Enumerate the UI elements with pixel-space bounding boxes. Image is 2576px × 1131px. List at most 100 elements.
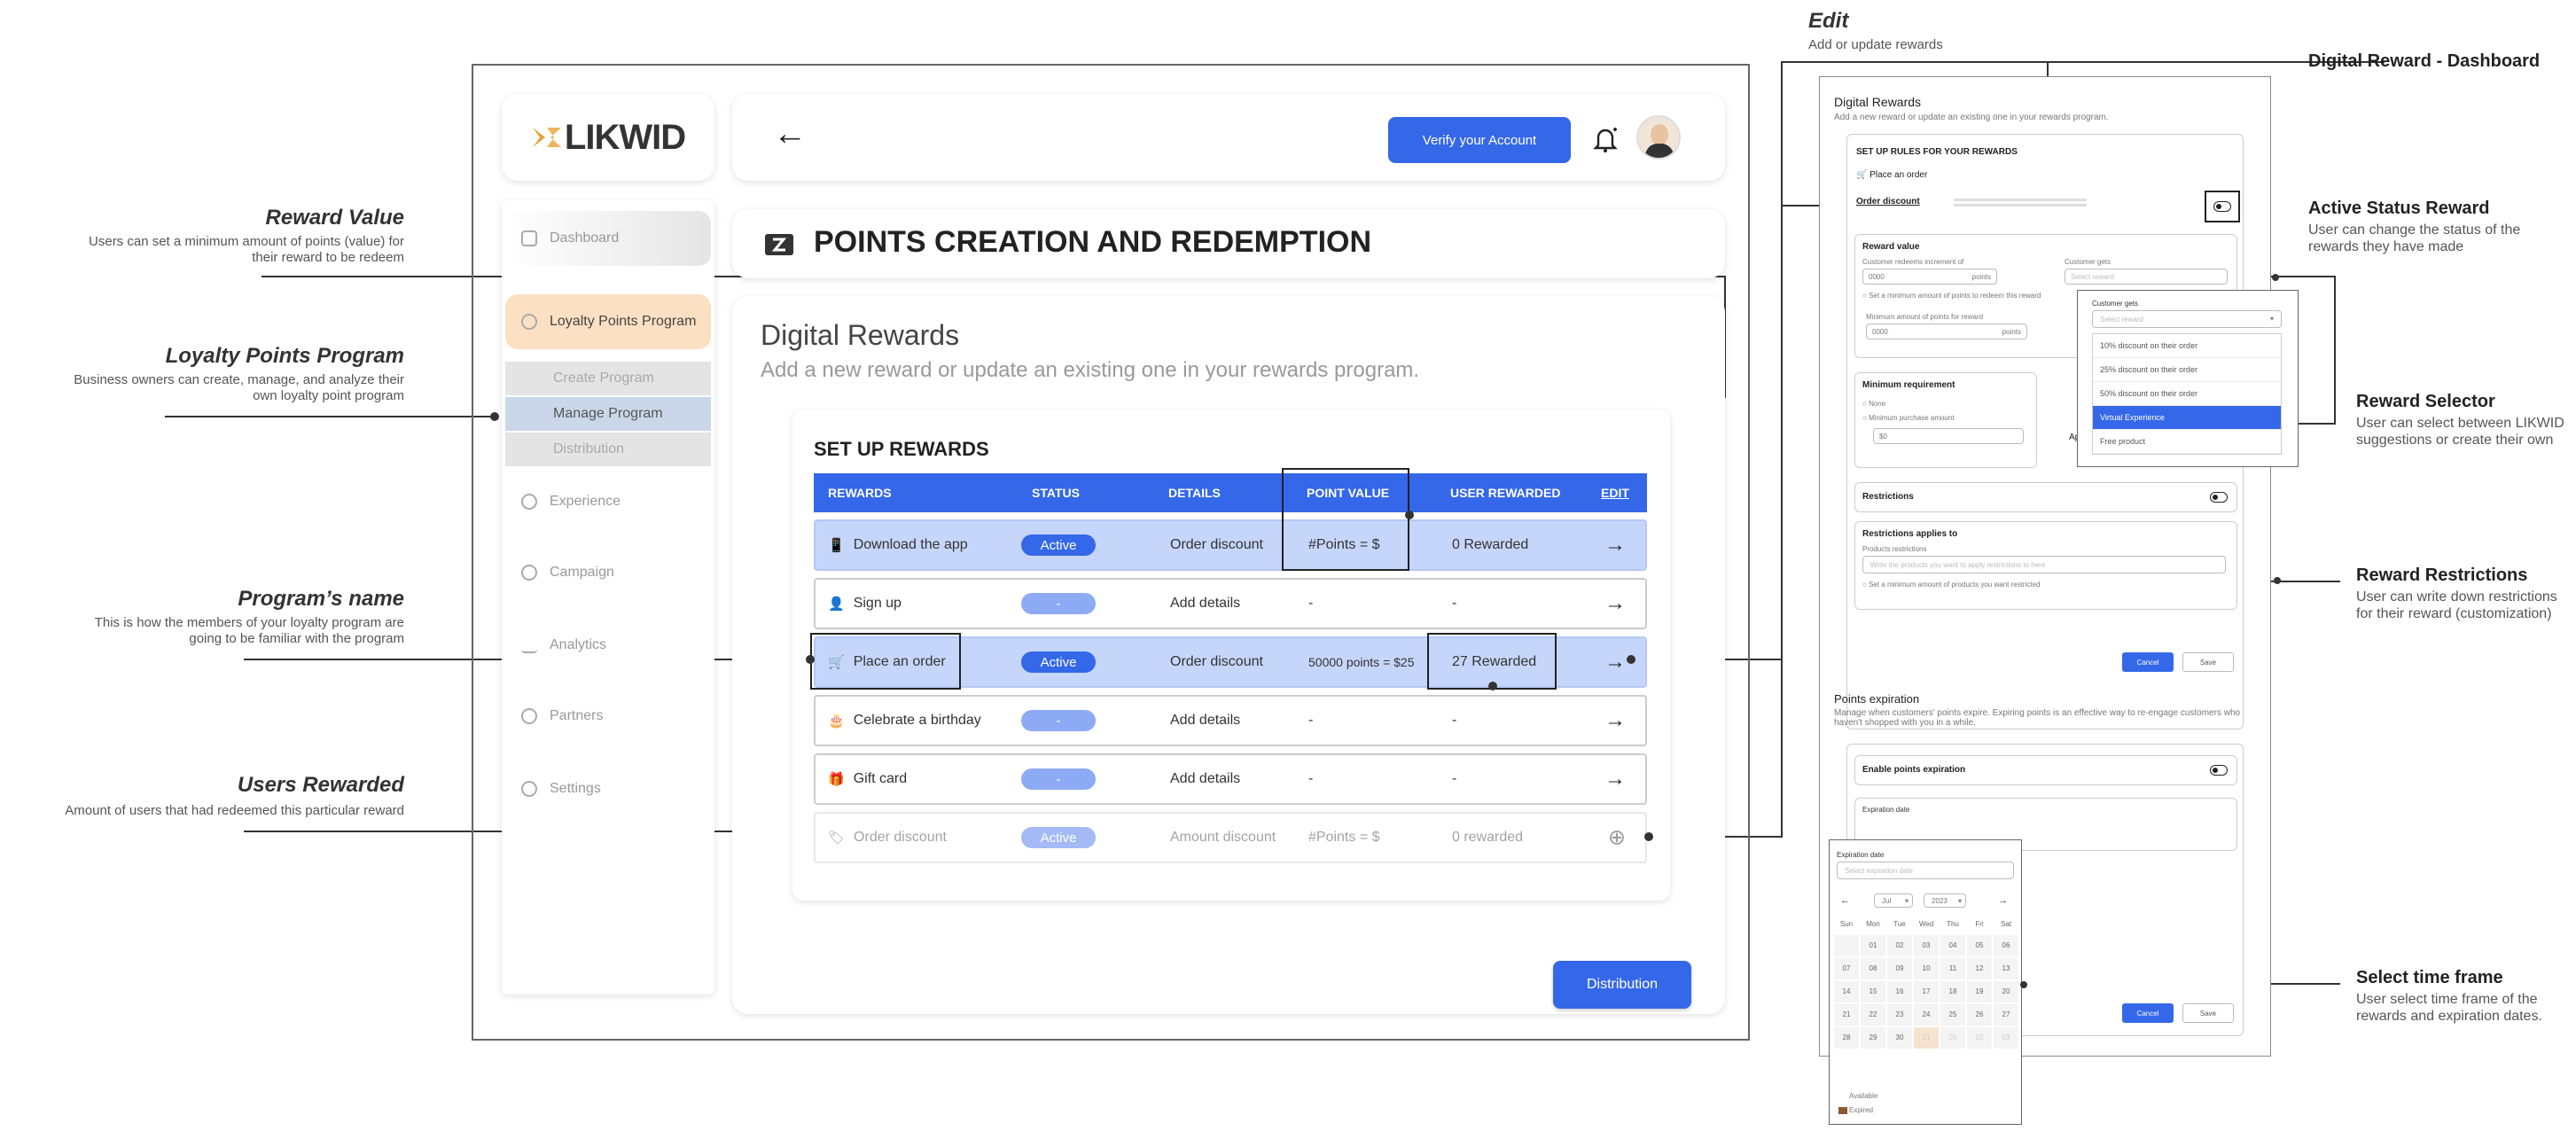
calendar-day[interactable]: 07 [1834, 958, 1859, 979]
sidebar-item-experience[interactable]: Experience [505, 484, 711, 519]
sidebar-item-distribution[interactable]: Distribution [505, 433, 711, 466]
calendar-day[interactable]: 21 [1834, 1004, 1859, 1026]
calendar-day[interactable]: 12 [1967, 958, 1992, 979]
calendar-day[interactable]: 03 [1994, 1027, 2018, 1049]
back-arrow-icon[interactable]: ← [773, 115, 807, 152]
calendar-day[interactable]: 03 [1914, 935, 1939, 956]
calendar-day[interactable]: 11 [1940, 958, 1965, 979]
header-edit[interactable]: EDIT [1601, 486, 1629, 500]
status-cell[interactable]: - [1021, 580, 1096, 628]
notification-bell-icon[interactable] [1590, 124, 1620, 154]
verify-account-button[interactable]: Verify your Account [1388, 117, 1571, 163]
status-badge[interactable]: Active [1021, 534, 1096, 556]
min-purchase-input[interactable]: $0 [1873, 428, 2024, 444]
reward-icon: 🏷 [828, 831, 846, 846]
calendar-day[interactable] [1834, 935, 1859, 956]
calendar-day[interactable]: 13 [1994, 958, 2018, 979]
year-select[interactable]: 2023▾ [1924, 893, 1966, 908]
status-badge[interactable]: - [1021, 710, 1096, 731]
sidebar-item-manage-program[interactable]: Manage Program [505, 397, 711, 431]
status-cell[interactable]: - [1021, 755, 1096, 803]
calendar-day[interactable]: 17 [1914, 981, 1939, 1002]
calendar-day[interactable]: 08 [1861, 958, 1885, 979]
expiration-toggle[interactable] [2210, 765, 2228, 776]
month-select[interactable]: Jul▾ [1874, 893, 1913, 908]
sidebar-item-settings[interactable]: Settings [505, 771, 711, 807]
expiration-save-button[interactable]: Save [2182, 1003, 2234, 1023]
dropdown-option[interactable]: 50% discount on their order [2093, 382, 2281, 406]
next-month-icon[interactable]: → [1998, 895, 2008, 906]
calendar-day[interactable]: 26 [1967, 1004, 1992, 1026]
calendar-day[interactable]: 04 [1940, 935, 1965, 956]
status-cell[interactable]: Active [1021, 814, 1096, 862]
dropdown-option[interactable]: 25% discount on their order [2093, 358, 2281, 382]
add-circle-icon[interactable]: ⊕ [1607, 825, 1626, 850]
table-row[interactable]: 🎁Gift card-Add details--→ [814, 753, 1647, 805]
status-badge[interactable]: - [1021, 768, 1096, 790]
calendar-day[interactable]: 02 [1967, 1027, 1992, 1049]
calendar-day[interactable]: 16 [1887, 981, 1912, 1002]
save-button[interactable]: Save [2182, 652, 2234, 672]
prev-month-icon[interactable]: ← [1840, 895, 1850, 906]
cancel-button[interactable]: Cancel [2122, 652, 2174, 672]
reward-selector-dropdown[interactable]: Customer gets Select reward▾ 10% discoun… [2077, 290, 2299, 467]
restrictions-toggle[interactable] [2210, 492, 2228, 503]
date-picker[interactable]: Expiration date Select expiration date ←… [1829, 839, 2022, 1125]
calendar-day[interactable]: 25 [1940, 1004, 1965, 1026]
sidebar-item-create-program[interactable]: Create Program [505, 362, 711, 395]
avatar[interactable] [1636, 115, 1681, 160]
customer-gets-select[interactable]: Select reward [2065, 269, 2228, 285]
dropdown-option[interactable]: 10% discount on their order [2093, 334, 2281, 358]
calendar-day[interactable]: 01 [1861, 935, 1885, 956]
calendar-day[interactable]: 15 [1861, 981, 1885, 1002]
edit-arrow-icon[interactable]: → [1604, 650, 1626, 674]
sidebar-item-analytics[interactable]: Analytics [505, 628, 711, 663]
table-row[interactable]: 🎂Celebrate a birthday-Add details--→ [814, 695, 1647, 746]
edit-arrow-icon[interactable]: → [1604, 708, 1626, 732]
calendar-day[interactable]: 20 [1994, 981, 2018, 1002]
calendar-day[interactable]: 01 [1940, 1027, 1965, 1049]
calendar-day[interactable]: 19 [1967, 981, 1992, 1002]
calendar-day[interactable]: 27 [1994, 1004, 2018, 1026]
dropdown-option[interactable]: Free product [2093, 430, 2281, 454]
calendar-day[interactable]: 06 [1994, 935, 2018, 956]
calendar-day[interactable]: 14 [1834, 981, 1859, 1002]
status-badge[interactable]: - [1021, 593, 1096, 614]
distribution-button[interactable]: Distribution [1553, 961, 1691, 1009]
calendar-day[interactable]: 02 [1887, 935, 1912, 956]
calendar-day[interactable]: 31 [1914, 1027, 1939, 1049]
calendar-day[interactable]: 28 [1834, 1027, 1859, 1049]
sidebar-item-partners[interactable]: Partners [505, 698, 711, 734]
status-cell[interactable]: - [1021, 697, 1096, 745]
edit-arrow-icon[interactable]: → [1604, 591, 1626, 615]
calendar-day[interactable]: 22 [1861, 1004, 1885, 1026]
min-points-checkbox[interactable]: ○ Set a minimum amount of points to rede… [1862, 292, 2041, 300]
calendar-day[interactable]: 24 [1914, 1004, 1939, 1026]
edit-arrow-icon[interactable]: → [1604, 767, 1626, 791]
dropdown-option[interactable]: Virtual Experience [2093, 406, 2281, 430]
status-cell[interactable]: Active [1021, 638, 1096, 686]
detail-title: Digital Rewards [1834, 95, 1922, 109]
calendar-day[interactable]: 23 [1887, 1004, 1912, 1026]
calendar-day[interactable]: 10 [1914, 958, 1939, 979]
sidebar-item-dashboard[interactable]: Dashboard [505, 211, 711, 266]
status-cell[interactable]: Active [1021, 521, 1096, 569]
expiration-cancel-button[interactable]: Cancel [2122, 1003, 2174, 1023]
sidebar-item-loyalty[interactable]: Loyalty Points Program [505, 294, 711, 349]
restrictions-input[interactable]: Write the products you want to apply res… [1862, 556, 2226, 573]
calendar-day[interactable]: 30 [1887, 1027, 1912, 1049]
calendar-day[interactable]: 29 [1861, 1027, 1885, 1049]
calendar-day[interactable]: 09 [1887, 958, 1912, 979]
calendar-day[interactable]: 18 [1940, 981, 1965, 1002]
sidebar-item-campaign[interactable]: Campaign [505, 555, 711, 590]
edit-arrow-icon[interactable]: → [1604, 533, 1626, 557]
calendar-day[interactable]: 05 [1967, 935, 1992, 956]
table-row[interactable]: 👤Sign up-Add details--→ [814, 578, 1647, 629]
status-badge[interactable]: Active [1021, 651, 1096, 673]
status-badge[interactable]: Active [1021, 827, 1096, 848]
